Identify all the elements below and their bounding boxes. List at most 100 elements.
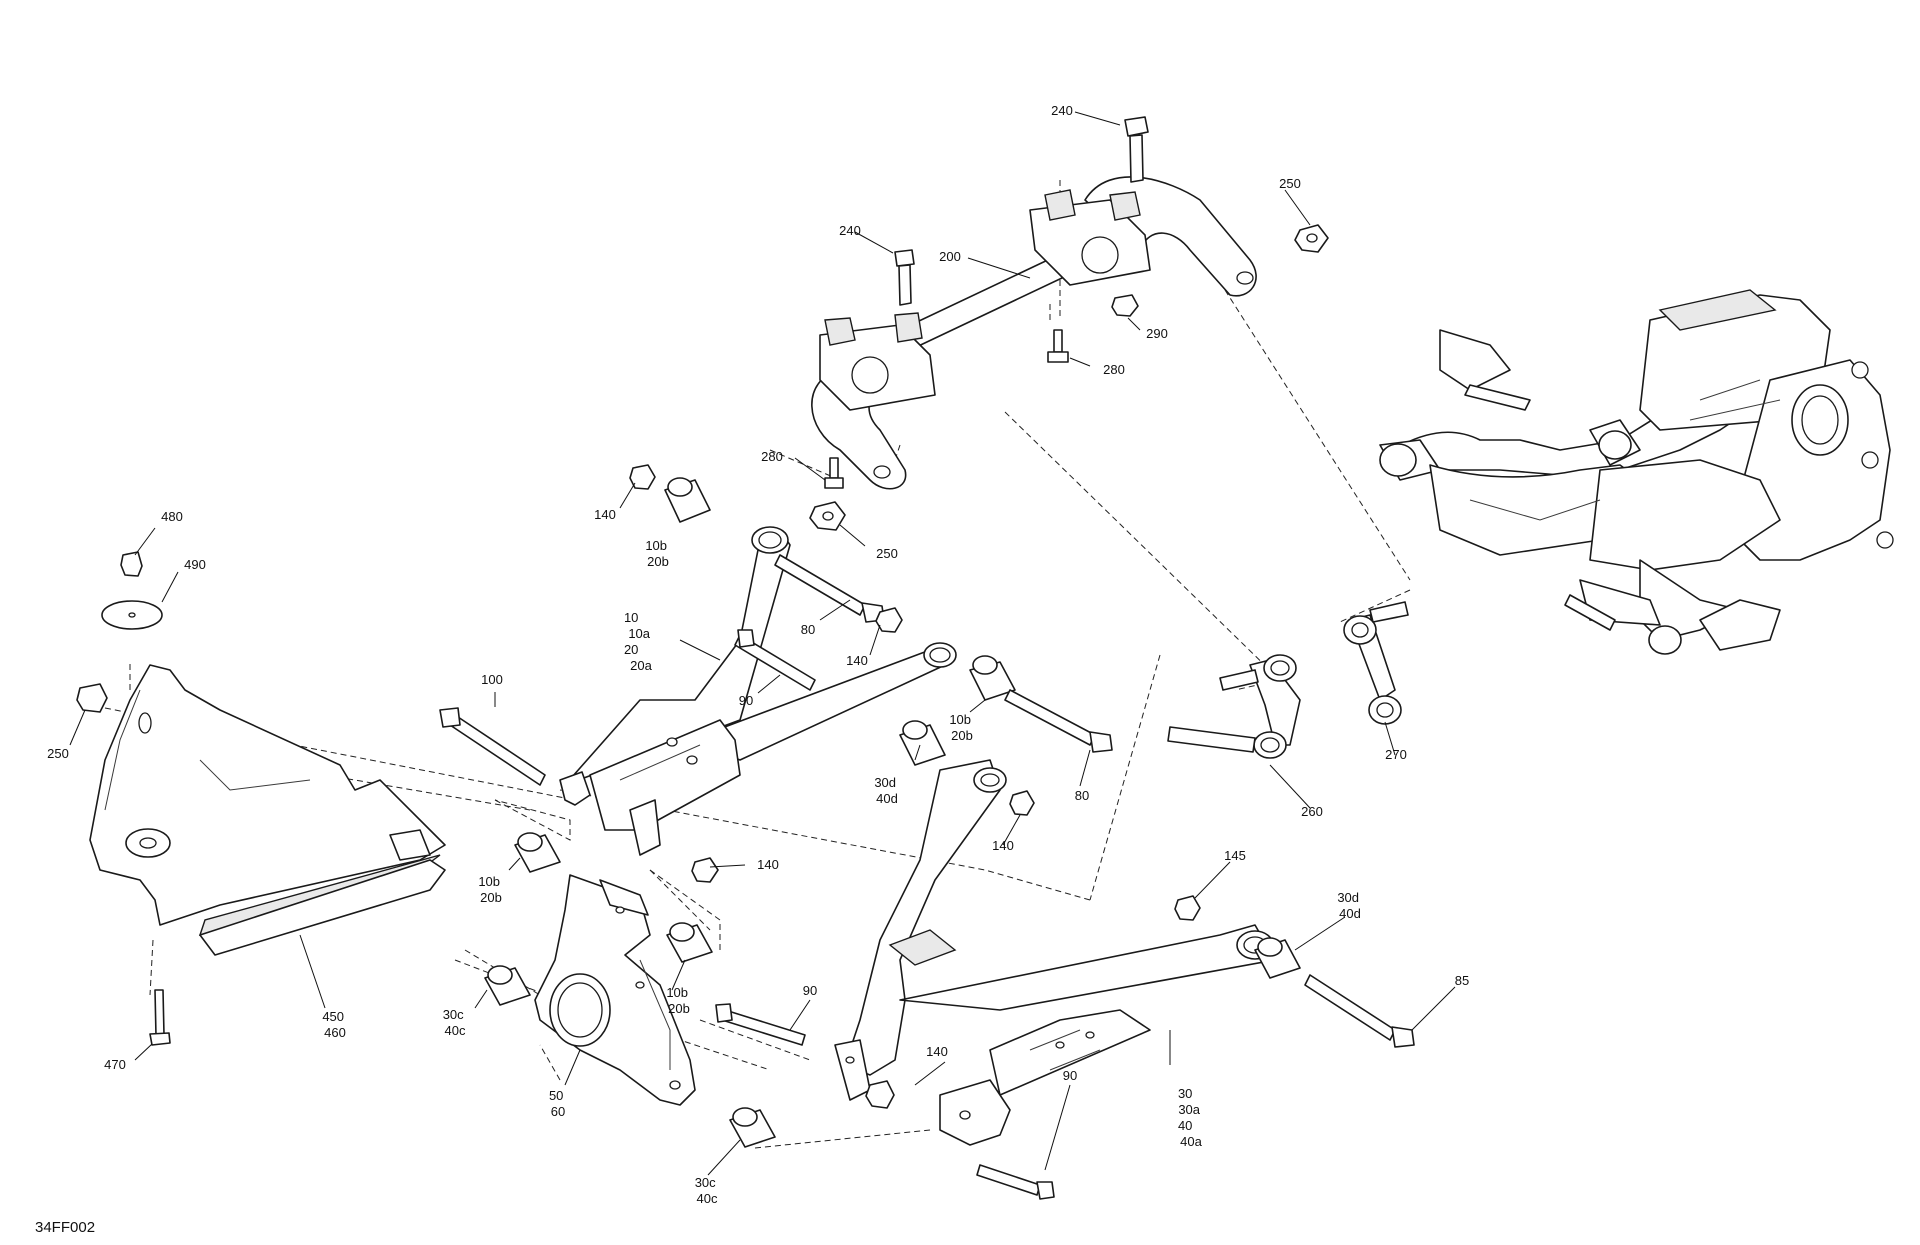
callout-80-lower: 80 [1075, 788, 1089, 803]
callout-10b-b-line2: 20b [951, 728, 973, 743]
callout-10-line3: 20 [624, 642, 638, 657]
callout-10b-20b-c: 10b 20b [478, 874, 503, 905]
callout-30d-a-line2: 40d [876, 791, 898, 806]
bolt-90-lower-b [976, 1164, 1055, 1200]
callout-470: 470 [104, 1057, 126, 1072]
callout-10-group: 10 10a 20 20a [624, 610, 654, 673]
callout-290: 290 [1146, 326, 1168, 341]
callout-480: 480 [161, 509, 183, 524]
nut-140-mid [691, 857, 719, 883]
callout-10b-d-line2: 20b [668, 1001, 690, 1016]
bushing-10b-upper-b [969, 655, 1016, 701]
diagram-reference-code: 34FF002 [35, 1219, 95, 1236]
bushing-30c-knuckle-left [484, 965, 531, 1006]
callout-30d-b-line2: 40d [1339, 906, 1361, 921]
callout-10b-c-line1: 10b [478, 874, 500, 889]
bolt-280-right [1047, 329, 1069, 363]
callout-90-upper: 90 [739, 693, 753, 708]
steering-knuckle [534, 874, 696, 1106]
callout-140-a: 140 [594, 507, 616, 522]
callout-450-460: 450 460 [322, 1009, 347, 1040]
callout-30d-a-line1: 30d [874, 775, 896, 790]
nut-480 [120, 551, 143, 577]
nut-140-upper-a [629, 464, 656, 490]
bolt-240-left [894, 249, 915, 306]
washer-490 [101, 600, 163, 630]
bolt-470 [149, 989, 171, 1046]
callout-10-line1: 10 [624, 610, 638, 625]
callout-30-line2: 30a [1178, 1102, 1200, 1117]
callout-30c-b-line1: 30c [695, 1175, 716, 1190]
callout-10b-d-line1: 10b [666, 985, 688, 1000]
callout-140-d: 140 [757, 857, 779, 872]
nut-140-lower-a [1009, 790, 1035, 816]
callout-10b-b-line1: 10b [949, 712, 971, 727]
callout-30c-40c-a: 30c 40c [443, 1007, 468, 1038]
nut-145 [1174, 895, 1201, 921]
callout-10b-20b-a: 10b 20b [645, 538, 670, 569]
callout-10b-a-line1: 10b [645, 538, 667, 553]
callout-30c-40c-b: 30c 40c [695, 1175, 720, 1206]
callout-leaders [69, 111, 1456, 1176]
bolt-90-upper [734, 629, 816, 691]
nut-140-lower-b [865, 1080, 895, 1109]
callout-145: 145 [1224, 848, 1246, 863]
stabilizer-link-assembled [1343, 601, 1409, 725]
callout-50-line2: 60 [551, 1104, 565, 1119]
bushing-30d-upper [899, 720, 946, 766]
callout-270: 270 [1385, 747, 1407, 762]
bolt-85 [1304, 974, 1415, 1048]
bushing-10b-knuckle-right [666, 922, 713, 963]
bolt-240-right [1124, 116, 1149, 183]
callout-30d-40d-b: 30d 40d [1337, 890, 1362, 921]
bushing-10b-upper-a [664, 477, 711, 523]
callout-200: 200 [939, 249, 961, 264]
skid-plate [89, 664, 446, 956]
callout-280-right: 280 [1103, 362, 1125, 377]
bolt-280-left [824, 457, 844, 489]
callout-10b-20b-b: 10b 20b [949, 712, 974, 743]
bushing-30d-lower [1254, 937, 1301, 979]
callout-260: 260 [1301, 804, 1323, 819]
bushing-10b-knuckle-top [514, 832, 561, 873]
callout-30-line4: 40a [1180, 1134, 1202, 1149]
callout-140-e: 140 [926, 1044, 948, 1059]
callout-80-upper: 80 [801, 622, 815, 637]
callout-280-left: 280 [761, 449, 783, 464]
callout-10-line4: 20a [630, 658, 652, 673]
callout-100: 100 [481, 672, 503, 687]
callout-10b-a-line2: 20b [647, 554, 669, 569]
bolt-80-lower [1004, 689, 1113, 753]
callout-30d-40d-a: 30d 40d [874, 775, 899, 806]
nut-250-top [1294, 224, 1329, 253]
callout-450-line2: 460 [324, 1025, 346, 1040]
callout-labels: 240 250 240 200 290 280 280 250 140 10b … [47, 103, 1469, 1206]
nut-140-upper-b [875, 607, 903, 633]
stabilizer-bushing-clamp-left [819, 312, 936, 411]
callout-490: 490 [184, 557, 206, 572]
assembly-dashed-lines [104, 180, 1411, 1149]
callout-10-line2: 10a [628, 626, 650, 641]
callout-140-c: 140 [992, 838, 1014, 853]
callout-90-lower-b: 90 [1063, 1068, 1077, 1083]
callout-30c-b-line2: 40c [697, 1191, 718, 1206]
callout-240-top: 240 [1051, 103, 1073, 118]
callout-30-line1: 30 [1178, 1086, 1192, 1101]
stabilizer-bushing-clamp-right [1029, 189, 1151, 286]
callout-250-mid: 250 [876, 546, 898, 561]
callout-50-line1: 50 [549, 1088, 563, 1103]
callout-250-top: 250 [1279, 176, 1301, 191]
callout-30d-b-line1: 30d [1337, 890, 1359, 905]
bushing-30c-knuckle-bottom [729, 1107, 776, 1148]
callout-240-left: 240 [839, 223, 861, 238]
callout-85: 85 [1455, 973, 1469, 988]
callout-90-lower-a: 90 [803, 983, 817, 998]
bolt-90-lower-a [715, 1003, 806, 1046]
callout-140-b: 140 [846, 653, 868, 668]
assembled-suspension-view [1379, 289, 1894, 655]
lower-a-arm [834, 759, 1276, 1146]
nut-290 [1111, 294, 1139, 317]
callout-30c-a-line1: 30c [443, 1007, 464, 1022]
bolt-100 [439, 707, 546, 786]
